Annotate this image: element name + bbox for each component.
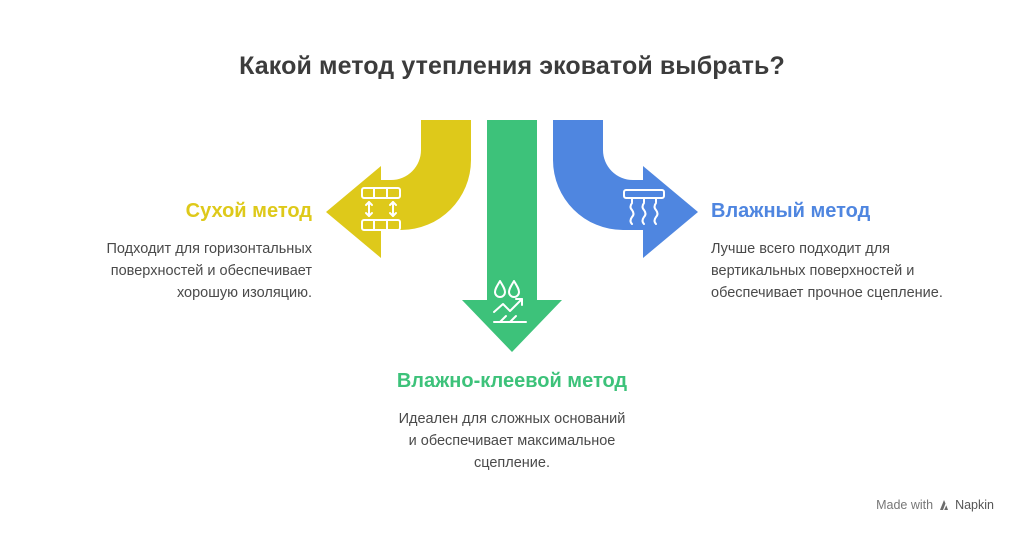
wet-glue-method-title: Влажно-клеевой метод [396, 370, 628, 392]
insulation-blocks-icon [361, 187, 401, 231]
wet-method-description: Лучше всего подходит для вертикальных по… [711, 238, 943, 304]
wet-glue-method-arrow [462, 120, 562, 352]
diagram-title: Какой метод утепления эковатой выбрать? [239, 52, 785, 80]
wet-arrow-shape [553, 120, 698, 258]
made-with-napkin-badge[interactable]: Made with Napkin [876, 498, 994, 512]
dry-description-line: поверхностей и обеспечивает [110, 263, 312, 279]
wet-glue-description-line: Идеален для сложных оснований [398, 411, 626, 427]
dry-description-line: Подходит для горизонтальных [106, 241, 313, 257]
wet-description-line: вертикальных поверхностей и [711, 263, 915, 279]
dry-method-arrow [326, 120, 471, 258]
wet-method-arrow [553, 120, 698, 258]
wet-glue-arrow-shape [462, 120, 562, 352]
napkin-brand-label: Napkin [955, 498, 994, 512]
wet-glue-method-description: Идеален для сложных оснований и обеспечи… [312, 408, 712, 474]
dry-description-line: хорошую изоляцию. [176, 285, 312, 301]
wet-description-line: обеспечивает прочное сцепление. [711, 285, 943, 301]
wet-description-line: Лучше всего подходит для [711, 241, 891, 257]
wet-glue-description-line: и обеспечивает максимальное [408, 433, 616, 449]
droplets-spray-icon [493, 280, 527, 323]
wet-method-title: Влажный метод [711, 200, 871, 222]
spray-nozzle-icon [623, 189, 665, 225]
wet-glue-description-line: сцепление. [473, 455, 551, 471]
dry-method-description: Подходит для горизонтальных поверхностей… [107, 238, 313, 304]
napkin-logo-icon [940, 500, 949, 510]
dry-method-title: Сухой метод [185, 200, 312, 222]
made-with-label: Made with [876, 498, 934, 512]
